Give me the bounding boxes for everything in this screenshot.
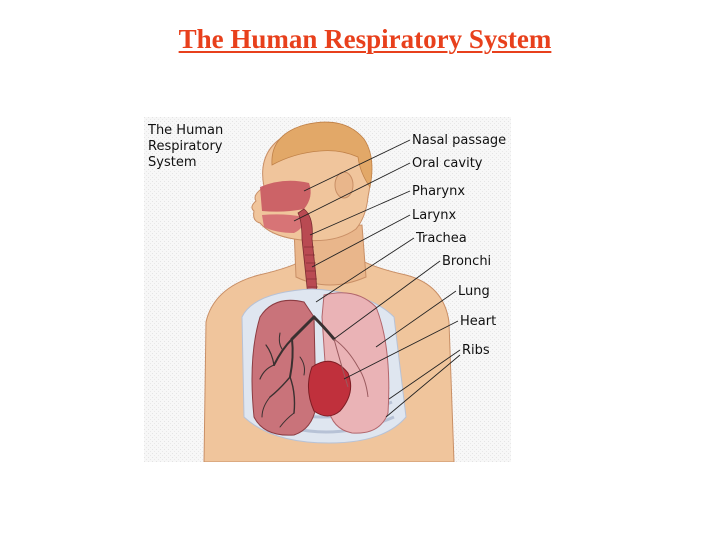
label-pharynx: Pharynx: [412, 184, 465, 199]
label-nasal-passage: Nasal passage: [412, 133, 506, 148]
label-trachea: Trachea: [415, 231, 467, 246]
nasal-cavity-illustration: [260, 180, 311, 212]
inset-title-line-3: System: [148, 155, 196, 170]
label-ribs: Ribs: [462, 343, 490, 358]
heart-illustration: [308, 360, 352, 417]
oral-cavity-illustration: [262, 214, 305, 233]
label-oral-cavity: Oral cavity: [412, 156, 483, 171]
page-title: The Human Respiratory System: [178, 24, 552, 54]
bronchial-tree-illustration: [259, 315, 336, 428]
label-bronchi: Bronchi: [442, 254, 491, 269]
inset-title-line-1: The Human: [147, 123, 223, 138]
hair-illustration: [271, 121, 373, 188]
label-larynx: Larynx: [412, 208, 456, 223]
ear-illustration: [334, 171, 354, 199]
label-heart: Heart: [460, 314, 496, 329]
label-lung: Lung: [458, 284, 490, 299]
respiratory-diagram: The Human Respiratory System Nasal passa…: [144, 117, 511, 462]
inset-title-line-2: Respiratory: [148, 139, 223, 154]
left-lung-illustration: [251, 299, 317, 436]
leader-lines: [293, 139, 461, 418]
right-bronchi-illustration: [333, 338, 369, 398]
